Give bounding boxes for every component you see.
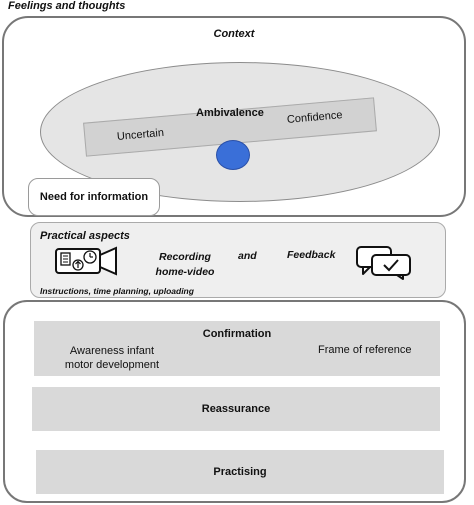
- instructions-label: Instructions, time planning, uploading: [40, 286, 194, 296]
- practising-label: Practising: [213, 466, 267, 478]
- diagram-title: Feelings and thoughts: [8, 0, 126, 12]
- chat-bubbles-icon: [356, 246, 411, 280]
- reassurance-label: Reassurance: [201, 403, 271, 415]
- recording-home-video-label: Recording home-video: [155, 251, 215, 278]
- context-label: Context: [213, 28, 255, 40]
- video-camera-icon: [55, 246, 117, 276]
- ambivalence-label: Ambivalence: [196, 107, 264, 119]
- practical-aspects-label: Practical aspects: [40, 230, 130, 242]
- confirmation-bar: [34, 321, 440, 376]
- frame-of-reference-label: Frame of reference: [318, 344, 412, 356]
- feedback-label: Feedback: [287, 249, 336, 261]
- and-label: and: [238, 250, 257, 262]
- confirmation-label: Confirmation: [202, 328, 272, 340]
- practising-bar: [36, 450, 444, 494]
- awareness-motor-development-label: Awareness infant motor development: [64, 345, 160, 371]
- reassurance-bar: [32, 387, 440, 431]
- balance-pivot: [216, 140, 250, 170]
- need-for-information-box: Need for information: [28, 178, 160, 216]
- need-for-information-label: Need for information: [39, 191, 149, 203]
